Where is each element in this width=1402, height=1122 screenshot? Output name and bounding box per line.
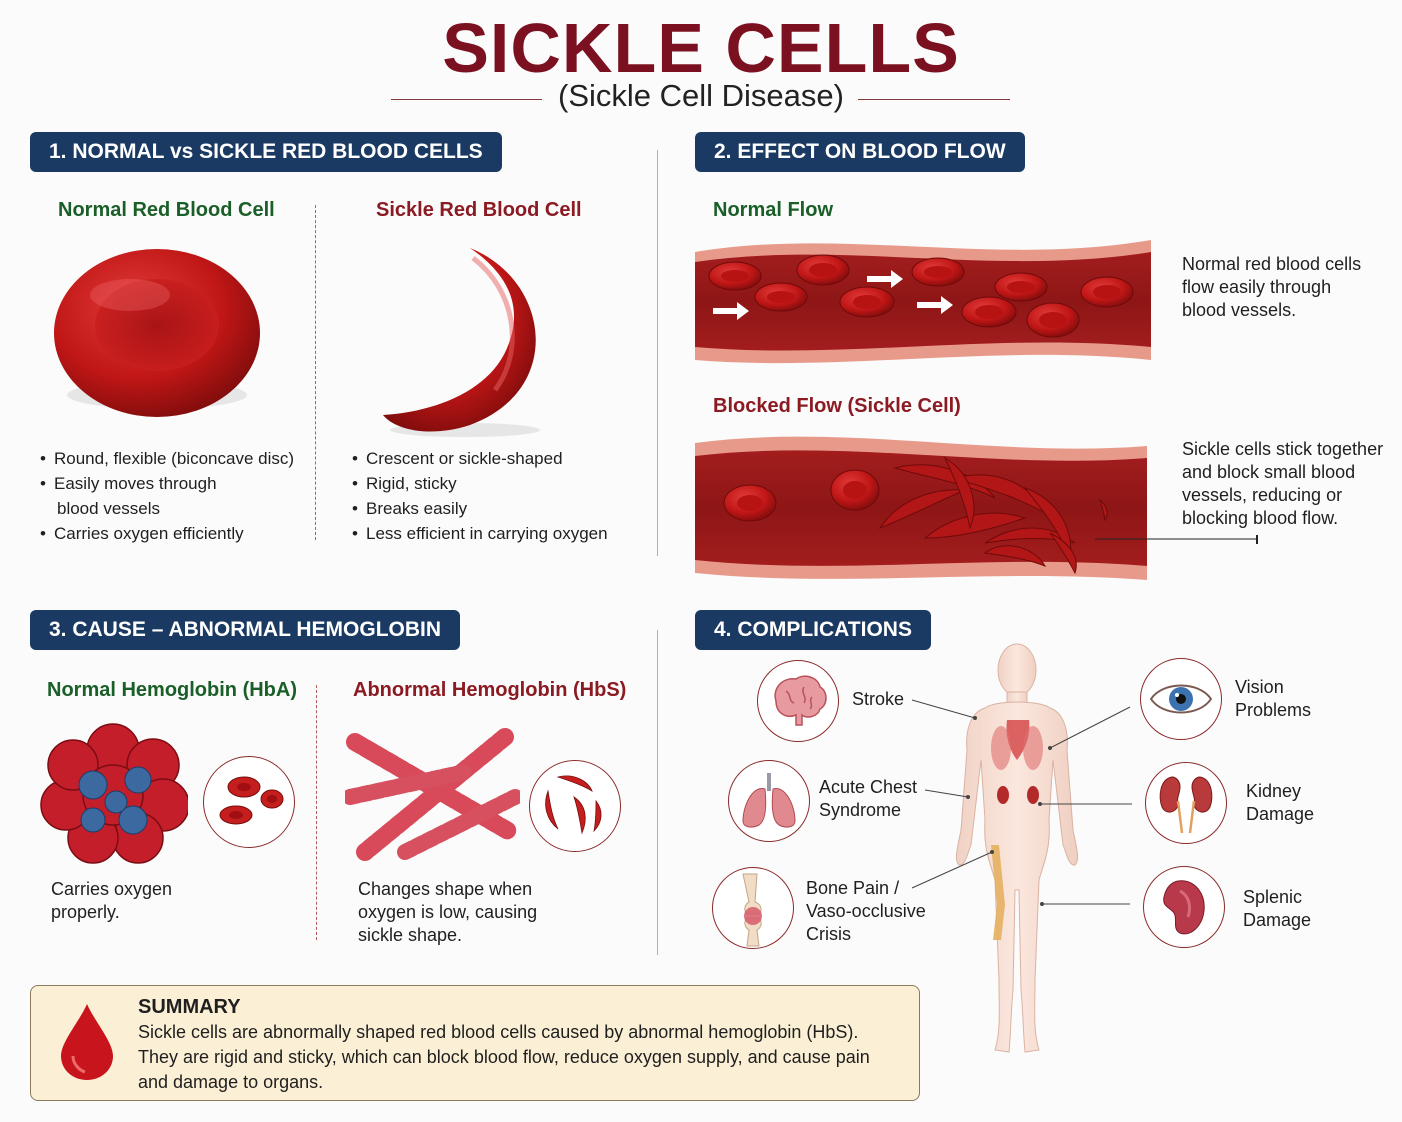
- complication-line: Splenic: [1243, 887, 1303, 907]
- blocked-flow-desc-line: and block small blood: [1182, 462, 1356, 482]
- normal-cells-circle: [203, 756, 295, 848]
- stroke-icon-circle: [757, 660, 839, 742]
- sickle-cells-circle: [529, 760, 621, 852]
- normal-hb-desc-line: Carries oxygen: [51, 879, 173, 899]
- complication-line: Acute Chest: [819, 777, 918, 797]
- normal-hemoglobin-label: Normal Hemoglobin (HbA): [47, 679, 297, 701]
- sickle-rbc-label: Sickle Red Blood Cell: [376, 199, 582, 221]
- complication-line: Syndrome: [819, 800, 902, 820]
- complication-vision-label: Vision Problems: [1235, 676, 1311, 722]
- summary-box: SUMMARY Sickle cells are abnormally shap…: [30, 985, 920, 1101]
- normal-hb-desc-line: properly.: [51, 902, 120, 922]
- summary-title: SUMMARY: [138, 996, 241, 1018]
- summary-text: Sickle cells are abnormally shaped red b…: [138, 1020, 908, 1095]
- sickle-cells-icon: [545, 775, 602, 835]
- blocked-flow-description: Sickle cells stick together and block sm…: [1182, 438, 1383, 530]
- human-body-illustration: [955, 643, 1079, 1053]
- complication-line: Damage: [1246, 804, 1315, 824]
- summary-line: Sickle cells are abnormally shaped red b…: [138, 1022, 859, 1042]
- blocked-flow-vessel-illustration: [695, 436, 1147, 580]
- summary-line: They are rigid and sticky, which can blo…: [138, 1047, 870, 1067]
- column-divider-top: [657, 150, 658, 556]
- kidney-icon-circle: [1145, 762, 1227, 844]
- sickle-rbc-bullet: Breaks easily: [352, 496, 608, 521]
- complication-line: Crisis: [806, 924, 851, 944]
- page-subtitle: (Sickle Cell Disease): [558, 78, 844, 113]
- abnormal-hemoglobin-polymer-illustration: [345, 728, 520, 861]
- normal-flow-desc-line: flow easily through: [1182, 277, 1332, 297]
- normal-rbc-bullet: Carries oxygen efficiently: [40, 521, 294, 546]
- bone-icon-circle: [712, 867, 794, 949]
- complication-bone-label: Bone Pain / Vaso-occlusive Crisis: [806, 877, 926, 946]
- chest-icon-circle: [728, 760, 810, 842]
- complication-line: Stroke: [852, 689, 905, 709]
- subtitle-rule-right: [858, 99, 1010, 100]
- abnormal-hb-desc-line: sickle shape.: [358, 925, 463, 945]
- blocked-flow-desc-line: Sickle cells stick together: [1182, 439, 1384, 459]
- vision-icon-circle: [1140, 658, 1222, 740]
- complication-kidney-label: Kidney Damage: [1246, 780, 1314, 826]
- normal-flow-label: Normal Flow: [713, 199, 834, 221]
- blood-drop-icon: [61, 1004, 113, 1080]
- normal-flow-desc-line: Normal red blood cells: [1182, 254, 1362, 274]
- complication-chest-label: Acute Chest Syndrome: [819, 776, 917, 822]
- normal-red-blood-cell-illustration: [54, 249, 260, 417]
- page-title: SICKLE CELLS: [442, 9, 960, 87]
- section1-divider: [315, 205, 316, 540]
- blocked-flow-label: Blocked Flow (Sickle Cell): [713, 395, 961, 417]
- abnormal-hemoglobin-description: Changes shape when oxygen is low, causin…: [358, 878, 537, 947]
- normal-hemoglobin-description: Carries oxygen properly.: [51, 878, 172, 924]
- section4-heading: 4. COMPLICATIONS: [695, 610, 931, 650]
- normal-flow-desc-line: blood vessels.: [1182, 300, 1297, 320]
- complication-line: Damage: [1243, 910, 1312, 930]
- complication-line: Bone Pain /: [806, 878, 900, 898]
- section1-heading: 1. NORMAL vs SICKLE RED BLOOD CELLS: [30, 132, 502, 172]
- normal-rbc-bullet: Easily moves through: [40, 471, 294, 496]
- abnormal-hb-desc-line: oxygen is low, causing: [358, 902, 538, 922]
- complication-line: Vision: [1235, 677, 1284, 697]
- complication-line: Kidney: [1246, 781, 1302, 801]
- section3-heading: 3. CAUSE – ABNORMAL HEMOGLOBIN: [30, 610, 461, 650]
- knee-joint-icon: [742, 873, 762, 947]
- sickle-rbc-bullet: Crescent or sickle-shaped: [352, 446, 608, 471]
- subtitle-rule-left: [391, 99, 542, 100]
- normal-cells-icon: [219, 776, 284, 825]
- abnormal-hb-desc-line: Changes shape when: [358, 879, 533, 899]
- blocked-flow-pointer-line: [1095, 535, 1258, 544]
- summary-line: and damage to organs.: [138, 1072, 324, 1092]
- complication-stroke-label: Stroke: [852, 688, 904, 711]
- complication-spleen-label: Splenic Damage: [1243, 886, 1311, 932]
- blocked-flow-desc-line: vessels, reducing or: [1182, 485, 1343, 505]
- normal-rbc-bullet-continuation: blood vessels: [57, 499, 161, 518]
- eye-icon: [1149, 684, 1213, 714]
- normal-flow-description: Normal red blood cells flow easily throu…: [1182, 253, 1361, 322]
- section2-heading: 2. EFFECT ON BLOOD FLOW: [695, 132, 1025, 172]
- sickle-rbc-bullet: Less efficient in carrying oxygen: [352, 521, 608, 546]
- sickle-rbc-bullet: Rigid, sticky: [352, 471, 608, 496]
- complication-line: Vaso-occlusive: [806, 901, 926, 921]
- spleen-icon: [1163, 880, 1205, 935]
- kidneys-icon: [1159, 776, 1213, 834]
- normal-rbc-label: Normal Red Blood Cell: [58, 199, 275, 221]
- blocked-flow-desc-line: blocking blood flow.: [1182, 508, 1339, 528]
- normal-rbc-bullet: Round, flexible (biconcave disc): [40, 446, 294, 471]
- column-divider-bottom: [657, 630, 658, 955]
- normal-hemoglobin-molecule-illustration: [40, 723, 188, 864]
- section3-divider: [316, 685, 317, 940]
- lungs-icon: [742, 773, 796, 828]
- normal-rbc-bullets: Round, flexible (biconcave disc) Easily …: [40, 446, 294, 546]
- sickle-red-blood-cell-illustration: [383, 248, 540, 437]
- abnormal-hemoglobin-label: Abnormal Hemoglobin (HbS): [353, 679, 627, 701]
- complication-line: Problems: [1235, 700, 1312, 720]
- brain-icon: [774, 675, 827, 726]
- normal-flow-vessel-illustration: [695, 240, 1151, 364]
- spleen-icon-circle: [1143, 866, 1225, 948]
- sickle-rbc-bullets: Crescent or sickle-shaped Rigid, sticky …: [352, 446, 608, 546]
